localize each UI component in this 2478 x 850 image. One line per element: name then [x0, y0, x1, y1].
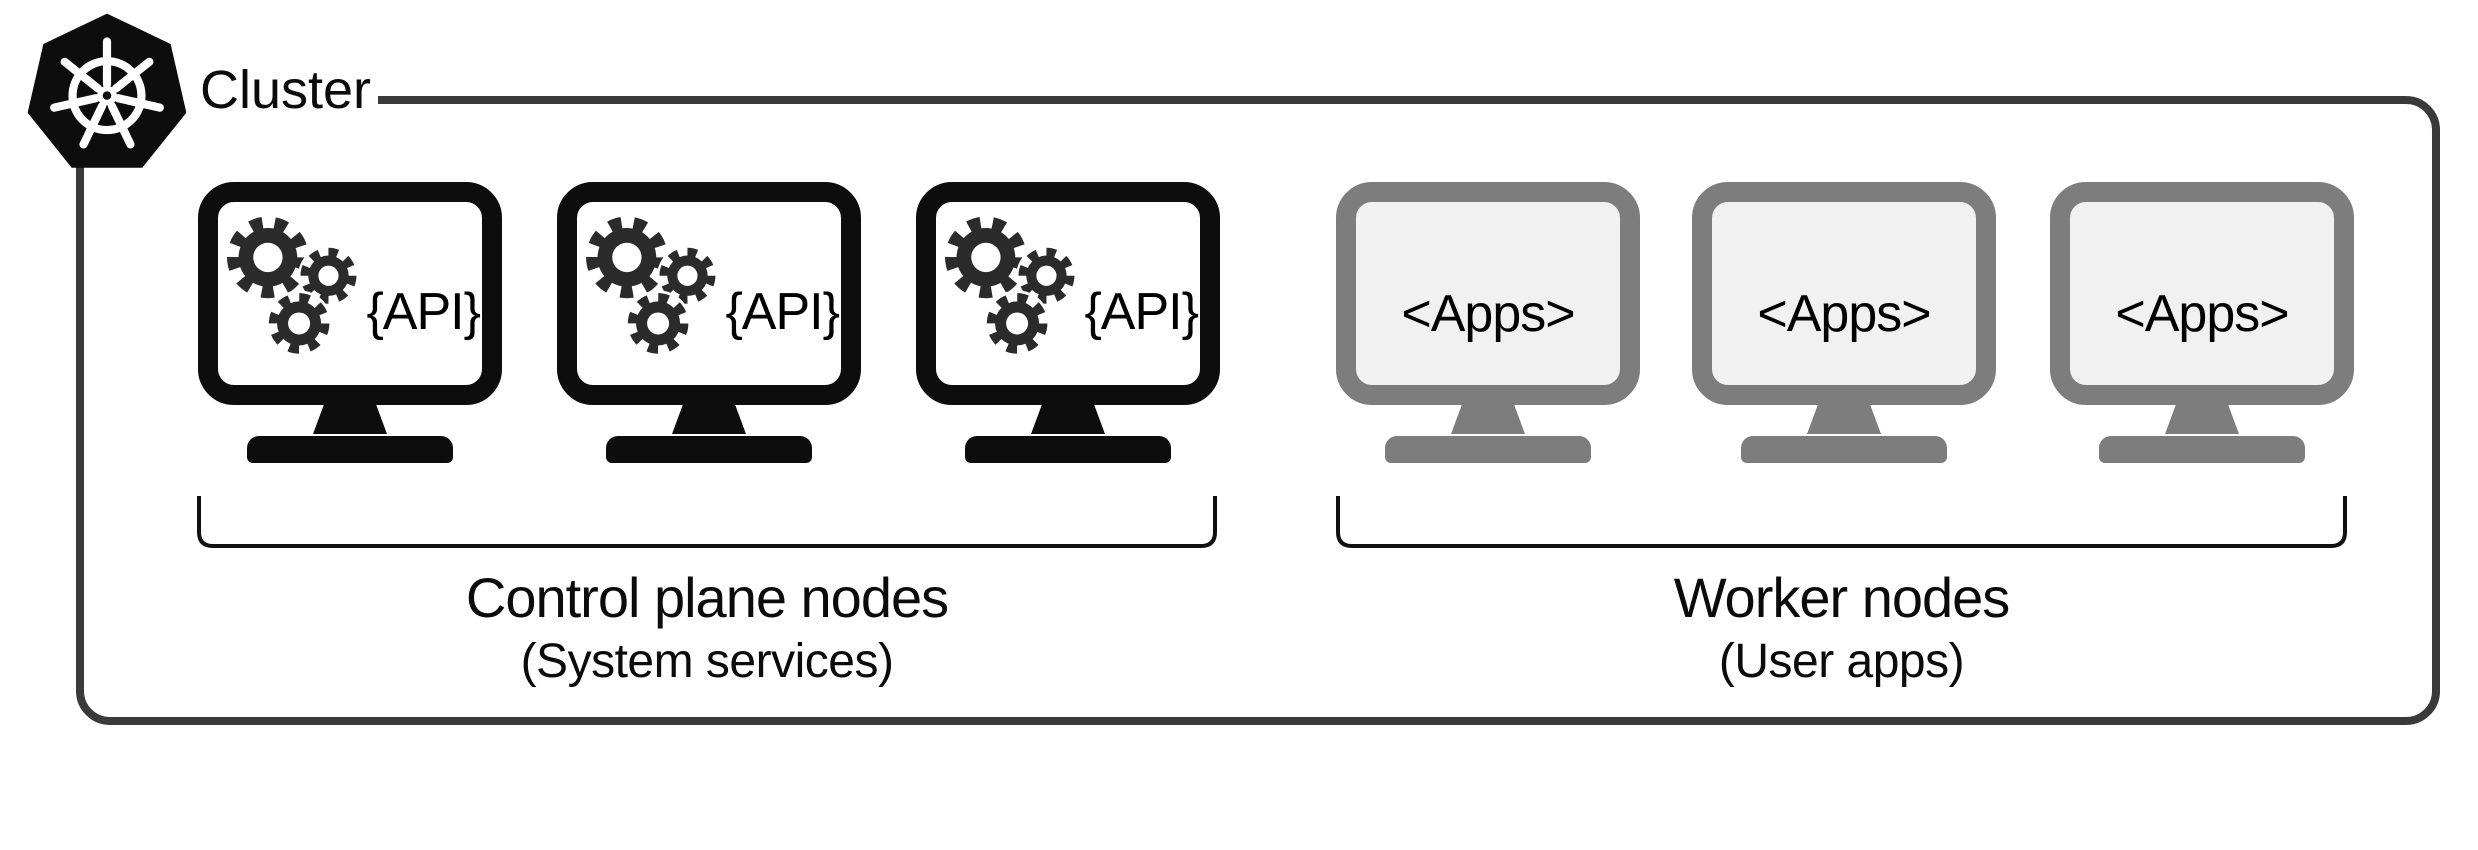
- monitor-stand: [672, 404, 746, 434]
- cluster-box: [76, 96, 2440, 725]
- monitor-base: [606, 436, 812, 463]
- control-plane-title: Control plane nodes: [465, 566, 949, 629]
- worker-subtitle: (User apps): [1718, 635, 1965, 688]
- api-label: {API}: [366, 283, 481, 341]
- control-plane-node-3: {API}: [916, 182, 1220, 463]
- monitor-stand: [1807, 404, 1881, 434]
- monitor-screen: <Apps>: [1336, 182, 1640, 405]
- monitor-base: [1741, 436, 1947, 463]
- apps-label: <Apps>: [2115, 285, 2289, 343]
- control-plane-subtitle: (System services): [520, 635, 894, 688]
- control-plane-node-1: {API}: [198, 182, 502, 463]
- monitor-stand: [2165, 404, 2239, 434]
- control-plane-node-2: {API}: [557, 182, 861, 463]
- monitor-screen: <Apps>: [1692, 182, 1996, 405]
- apps-label: <Apps>: [1401, 285, 1575, 343]
- monitor-screen: {API}: [198, 182, 502, 405]
- api-label: {API}: [1084, 283, 1199, 341]
- kubernetes-logo-icon: [27, 13, 187, 168]
- api-label: {API}: [725, 283, 840, 341]
- cluster-label: Cluster: [200, 60, 372, 120]
- gears-icon: [586, 216, 717, 357]
- worker-title: Worker nodes: [1673, 566, 2011, 629]
- monitor-screen: <Apps>: [2050, 182, 2354, 405]
- monitor-stand: [1031, 404, 1105, 434]
- worker-node-3: <Apps>: [2050, 182, 2354, 463]
- monitor-screen: {API}: [916, 182, 1220, 405]
- monitor-base: [965, 436, 1171, 463]
- gears-icon: [227, 216, 358, 357]
- monitor-stand: [1451, 404, 1525, 434]
- monitor-stand: [313, 404, 387, 434]
- helm-wheel-icon: [50, 37, 164, 149]
- apps-label: <Apps>: [1757, 285, 1931, 343]
- monitor-screen: {API}: [557, 182, 861, 405]
- gears-icon: [945, 216, 1076, 357]
- worker-node-2: <Apps>: [1692, 182, 1996, 463]
- worker-node-1: <Apps>: [1336, 182, 1640, 463]
- monitor-base: [1385, 436, 1591, 463]
- monitor-base: [247, 436, 453, 463]
- monitor-base: [2099, 436, 2305, 463]
